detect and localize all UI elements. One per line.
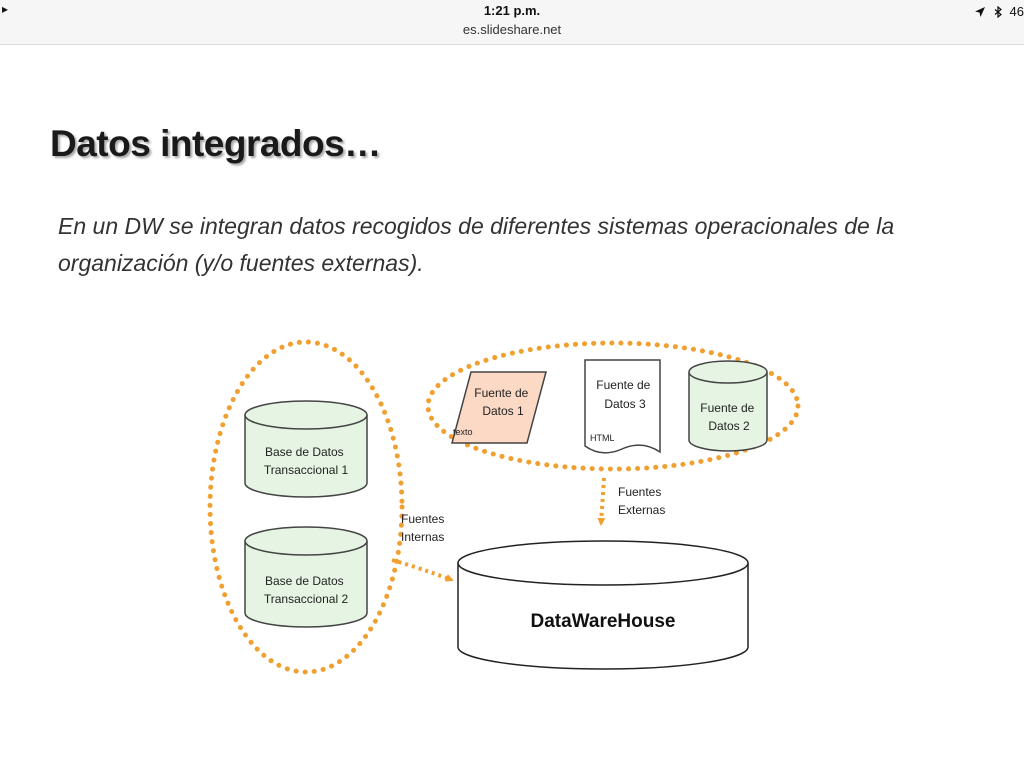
slide: Datos integrados… En un DW se integran d… [0, 45, 1024, 768]
fuente-2-line1: Fuente de [700, 401, 754, 415]
cylinder-1-line1: Base de Datos [265, 445, 344, 459]
fuente-3-line2: Datos 3 [604, 397, 646, 411]
fuente-3-tag: HTML [590, 433, 615, 443]
fuente-2-line2: Datos 2 [708, 419, 750, 433]
svg-text:Fuentes Externas: Fuentes Externas [618, 485, 665, 517]
svg-text:Base de Datos Transaccio: Base de Datos Transaccional 1 [264, 445, 349, 477]
datawarehouse-cylinder: DataWareHouse [457, 540, 749, 670]
cylinder-2-line1: Base de Datos [265, 574, 344, 588]
source-fuente-datos-3-document: Fuente de Datos 3 HTML [584, 359, 661, 454]
internal-sources-group-outline [207, 339, 405, 675]
label-fuentes-internas-line1: Fuentes [401, 512, 444, 526]
external-sources-group-outline [425, 340, 801, 472]
bluetooth-icon [994, 5, 1002, 18]
label-fuentes-externas-line1: Fuentes [618, 485, 661, 499]
fuente-3-line1: Fuente de [596, 378, 650, 392]
fuente-1-line2: Datos 1 [482, 404, 524, 418]
svg-text:Fuentes Internas: Fuentes Internas [401, 512, 448, 544]
svg-text:Fuente de Datos 2: Fuente de Datos 2 [700, 401, 757, 433]
fuente-1-tag: texto [453, 427, 473, 437]
arrow-internal-to-dw [391, 558, 454, 582]
status-time: 1:21 p.m. [483, 3, 541, 18]
status-bar: ▸ 1:21 p.m. es.slideshare.net 46 [0, 0, 1024, 45]
status-indicators: 46 [974, 4, 1024, 19]
label-fuentes-externas-line2: Externas [618, 503, 665, 517]
slide-body-text: En un DW se integran datos recogidos de … [58, 213, 895, 276]
back-glyph-icon[interactable]: ▸ [2, 2, 9, 16]
url-bar[interactable]: es.slideshare.net [462, 22, 562, 37]
source-fuente-datos-2-cylinder: Fuente de Datos 2 [688, 360, 768, 452]
database-cylinder-transaccional-1: Base de Datos Transaccional 1 [244, 400, 368, 498]
cylinder-2-line2: Transaccional 2 [264, 592, 349, 606]
cylinder-1-line2: Transaccional 1 [264, 463, 349, 477]
source-fuente-datos-1-parallelogram: Fuente de Datos 1 texto [451, 371, 547, 444]
fuente-1-line1: Fuente de [474, 386, 528, 400]
battery-percent: 46 [1009, 4, 1024, 19]
label-fuentes-internas-line2: Internas [401, 530, 444, 544]
datawarehouse-label: DataWareHouse [530, 611, 675, 632]
slide-title: Datos integrados… [50, 123, 381, 164]
location-arrow-icon [974, 6, 985, 17]
database-cylinder-transaccional-2: Base de Datos Transaccional 2 [244, 526, 368, 628]
svg-text:Fuente de Datos 1: Fuente de Datos 1 [474, 386, 531, 418]
svg-text:Base de Datos Transaccio: Base de Datos Transaccional 2 [264, 574, 349, 606]
svg-text:Fuente de Datos 3: Fuente de Datos 3 [596, 378, 653, 411]
arrow-external-to-dw [597, 477, 606, 526]
